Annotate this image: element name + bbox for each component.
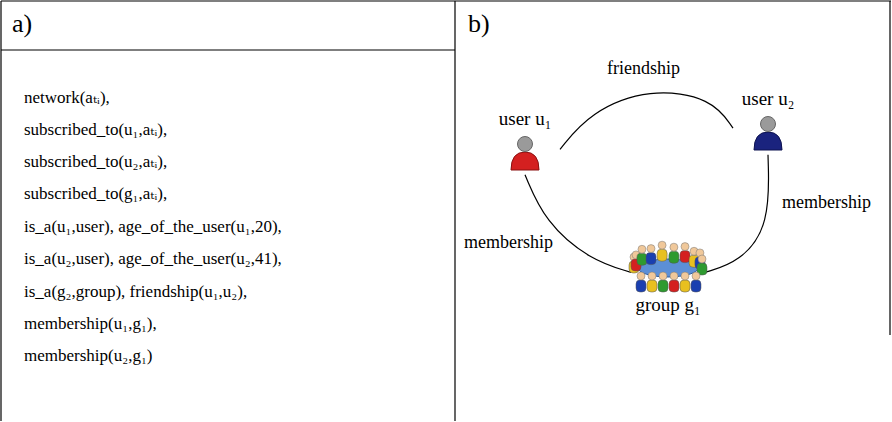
frame-line — [1, 0, 891, 1]
frame-line — [454, 1, 455, 421]
group-node: group g₁ — [631, 236, 705, 317]
edge-label: membership — [780, 192, 873, 214]
user-node: user u₂ — [733, 88, 803, 155]
panel-label: b) — [468, 8, 490, 39]
user-icon — [754, 117, 782, 151]
node-label: user u₂ — [733, 88, 803, 111]
fact-text: network(aₜᵢ), — [24, 88, 110, 108]
edge-label: friendship — [605, 58, 682, 80]
user-node: user u₁ — [490, 108, 560, 175]
fact-text: is_a(u₂,user), age_of_the_user(u₂,41), — [24, 249, 282, 269]
node-label: user u₁ — [490, 108, 560, 131]
frame-line — [0, 1, 1, 421]
edge-label: membership — [462, 232, 555, 254]
user-icon — [511, 137, 539, 171]
group-icon — [629, 241, 707, 292]
panel-label: a) — [12, 8, 32, 39]
fact-text: is_a(u₁,user), age_of_the_user(u₁,20), — [24, 217, 282, 237]
fact-text: membership(u₂,g₁) — [24, 346, 152, 366]
frame-line — [889, 1, 890, 335]
fact-text: is_a(g₂,group), friendship(u₁,u₂), — [24, 282, 247, 302]
relation-curve — [525, 175, 631, 273]
relation-curve — [560, 93, 733, 149]
node-label: group g₁ — [631, 294, 705, 317]
relation-curve — [705, 155, 769, 273]
fact-text: membership(u₁,g₁), — [24, 314, 157, 334]
fact-text: subscribed_to(u₁,aₜᵢ), — [24, 120, 167, 140]
fact-text: subscribed_to(g₁,aₜᵢ), — [24, 184, 167, 204]
frame-line — [1, 49, 455, 50]
fact-text: subscribed_to(u₂,aₜᵢ), — [24, 152, 167, 172]
